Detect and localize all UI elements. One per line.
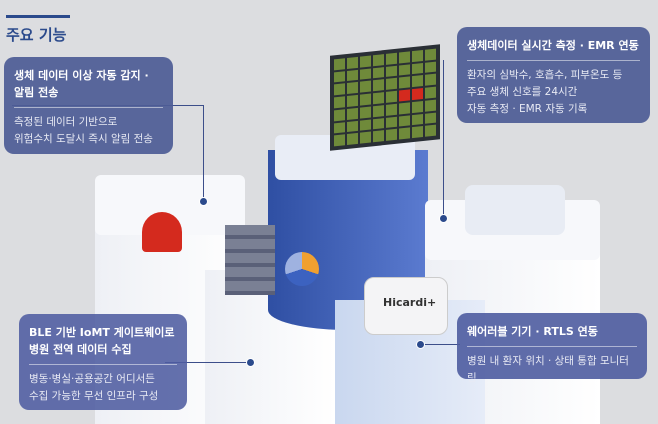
display-tile [425, 48, 436, 61]
monitoring-wall-display [330, 44, 440, 151]
display-tile [425, 99, 436, 112]
feature-card-realtime-emr: 생체데이터 실시간 측정 · EMR 연동 환자의 심박수, 호흡수, 피부온도… [457, 27, 650, 123]
display-tile [360, 80, 371, 93]
display-tile [334, 134, 345, 147]
display-tile [386, 116, 397, 129]
alarm-light-icon [142, 212, 182, 252]
title-underline [6, 15, 70, 18]
card-divider [29, 364, 177, 365]
display-tile [334, 58, 345, 71]
display-tile [399, 102, 410, 115]
display-tile [412, 75, 423, 88]
display-tile [334, 83, 345, 96]
display-tile [399, 51, 410, 64]
display-tile [347, 133, 358, 145]
display-tile [425, 112, 436, 125]
display-tile [347, 94, 358, 107]
feature-card-wearable-rtls: 웨어러블 기기 · RTLS 연동 병원 내 환자 위치 · 상태 통합 모니터… [457, 313, 647, 384]
card-title: 생체 데이터 이상 자동 감지 ·알림 전송 [14, 69, 149, 99]
display-tile [373, 79, 384, 92]
display-tile [334, 96, 345, 109]
connector-dot [199, 197, 208, 206]
display-tile [386, 90, 397, 103]
display-tile [334, 109, 345, 121]
display-tile [373, 66, 384, 79]
display-tile [425, 74, 436, 86]
display-tile [386, 78, 397, 91]
display-tile [347, 82, 358, 95]
connector-dot [439, 214, 448, 223]
card-title: 웨어러블 기기 · RTLS 연동 [467, 325, 598, 338]
pie-chart-icon [285, 252, 319, 286]
display-tile [360, 131, 371, 144]
display-tile [347, 107, 358, 120]
wearable-device: Hicardi+ [364, 277, 448, 335]
display-tile [360, 93, 371, 106]
display-tile [386, 52, 397, 65]
display-tile [373, 117, 384, 130]
card-divider [467, 60, 640, 61]
display-tile [386, 103, 397, 116]
card-divider [467, 346, 637, 347]
section-title: 주요 기능 [6, 26, 67, 44]
display-tile [412, 88, 423, 101]
display-tile [399, 114, 410, 127]
display-tile [412, 113, 423, 126]
display-tile [360, 55, 371, 68]
display-tile [373, 54, 384, 66]
display-tile [373, 92, 384, 105]
connector-dot [246, 358, 255, 367]
display-tile [425, 86, 436, 99]
display-tile [360, 68, 371, 81]
connector-dot [416, 340, 425, 349]
device-label: Hicardi+ [383, 296, 437, 309]
display-tile [412, 62, 423, 75]
display-tile [386, 65, 397, 78]
display-tile [425, 124, 436, 137]
display-tile [347, 69, 358, 82]
display-tile [360, 106, 371, 119]
hospital-bed-icon [465, 185, 565, 235]
display-tile [412, 126, 423, 139]
server-icon [225, 225, 275, 295]
display-tile [399, 89, 410, 102]
display-tile [373, 104, 384, 117]
card-divider [14, 107, 163, 108]
card-body: 병원 내 환자 위치 · 상태 통합 모니터링 [467, 355, 629, 384]
display-tile [373, 130, 384, 143]
display-tile [360, 119, 371, 131]
display-tile [412, 100, 423, 113]
card-title: 생체데이터 실시간 측정 · EMR 연동 [467, 39, 639, 52]
display-tile [412, 50, 423, 62]
display-tile [334, 121, 345, 134]
display-tile [347, 120, 358, 133]
display-tile [399, 64, 410, 76]
display-tile [334, 70, 345, 83]
display-tile [347, 56, 358, 69]
display-tile [425, 61, 436, 74]
display-tile [386, 129, 397, 141]
display-tile [399, 76, 410, 89]
display-tile [399, 127, 410, 140]
